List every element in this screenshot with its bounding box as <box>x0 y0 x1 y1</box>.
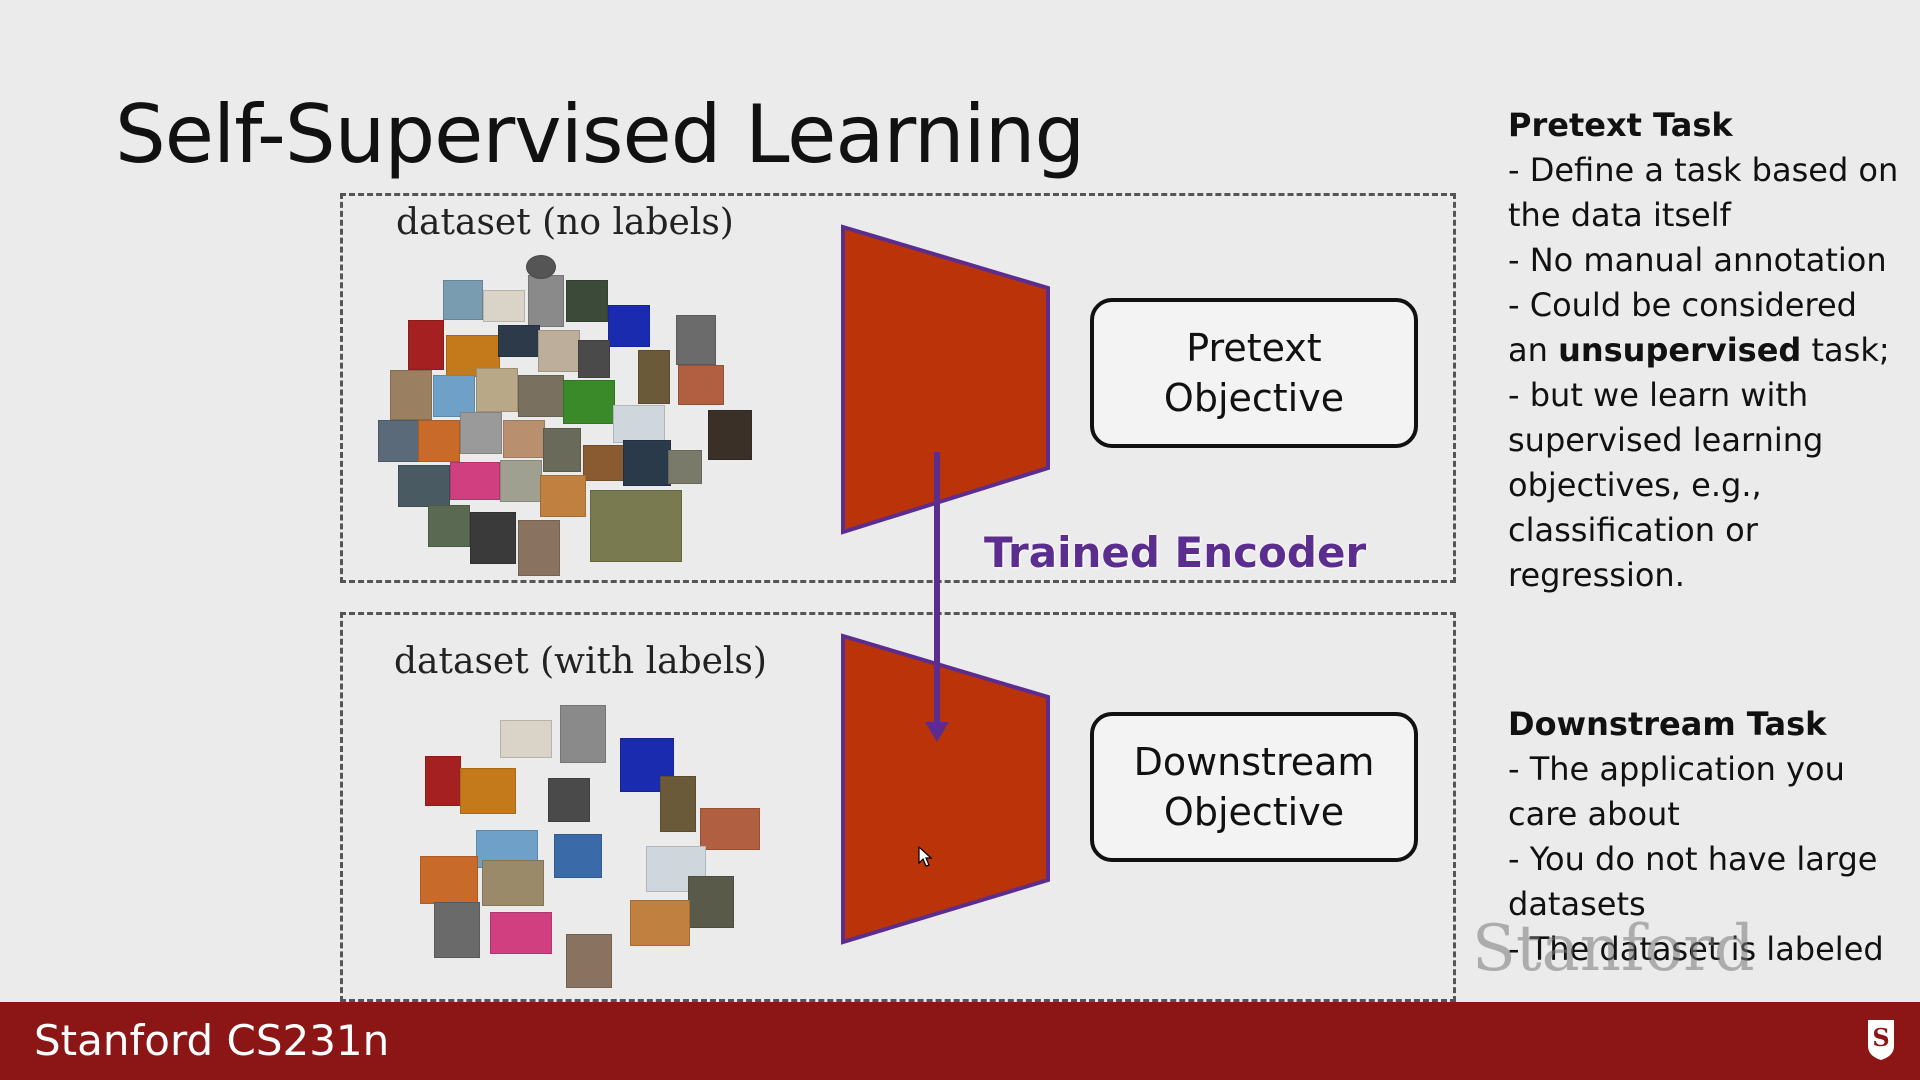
svg-text:S: S <box>1872 1023 1889 1052</box>
pretext-line: - No manual annotation <box>1508 241 1887 279</box>
downstream-objective-label: Downstream Objective <box>1133 740 1375 834</box>
trained-encoder-label: Trained Encoder <box>984 528 1367 577</box>
downstream-line: - You do not have large <box>1508 840 1878 878</box>
pretext-line: regression. <box>1508 556 1685 594</box>
pretext-line: the data itself <box>1508 196 1731 234</box>
unlabeled-dataset-label: dataset (no labels) <box>396 202 734 243</box>
unlabeled-image-collage <box>378 250 758 580</box>
pretext-task-notes: Pretext Task - Define a task based on th… <box>1508 103 1908 598</box>
pretext-line: - Define a task based on <box>1508 151 1899 189</box>
course-name: Stanford CS231n <box>34 1016 390 1065</box>
mouse-cursor-icon <box>918 846 933 867</box>
downstream-panel <box>340 612 1456 1002</box>
downstream-line: datasets <box>1508 885 1646 923</box>
pretext-objective-box: Pretext Objective <box>1090 298 1418 448</box>
downstream-task-heading: Downstream Task <box>1508 705 1827 743</box>
pretext-line: - but we learn with <box>1508 376 1809 414</box>
downstream-task-notes: Downstream Task - The application you ca… <box>1508 702 1908 972</box>
pretext-line: classification or <box>1508 511 1758 549</box>
pretext-line: an unsupervised task; <box>1508 328 1908 373</box>
labeled-dataset-label: dataset (with labels) <box>394 641 767 682</box>
pretext-line-text: an <box>1508 331 1559 369</box>
labeled-image-collage <box>420 700 760 990</box>
pretext-encoder-shape <box>841 224 1050 535</box>
pretext-panel <box>340 193 1456 583</box>
downstream-encoder-shape <box>841 633 1050 945</box>
stanford-logo-icon: S <box>1868 1020 1894 1060</box>
slide-title: Self-Supervised Learning <box>115 88 1085 181</box>
downstream-objective-box: Downstream Objective <box>1090 712 1418 862</box>
downstream-line: - The dataset is labeled <box>1508 930 1884 968</box>
pretext-line: objectives, e.g., <box>1508 466 1762 504</box>
unsupervised-emphasis: unsupervised <box>1558 331 1802 369</box>
pretext-line-text: task; <box>1801 331 1890 369</box>
pretext-objective-label: Pretext Objective <box>1163 326 1345 420</box>
pretext-task-heading: Pretext Task <box>1508 106 1733 144</box>
arrow-head-icon <box>925 722 949 742</box>
pretext-line: - Could be considered <box>1508 286 1857 324</box>
pretext-line: supervised learning <box>1508 421 1824 459</box>
footer-bar: Stanford CS231n S <box>0 1002 1920 1080</box>
downstream-line: care about <box>1508 795 1680 833</box>
downstream-line: - The application you <box>1508 750 1845 788</box>
